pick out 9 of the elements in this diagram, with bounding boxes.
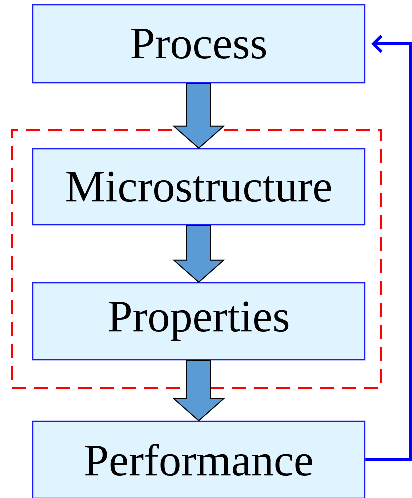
feedback-arrow xyxy=(366,34,412,462)
process-box: Microstructure xyxy=(32,148,366,226)
process-box: Process xyxy=(32,4,366,84)
dashed-frame xyxy=(11,129,382,389)
process-box: Properties xyxy=(32,282,366,361)
process-box: Performance xyxy=(32,420,366,498)
block-arrow xyxy=(172,83,226,150)
block-arrow xyxy=(172,225,226,284)
block-arrow xyxy=(172,360,226,422)
